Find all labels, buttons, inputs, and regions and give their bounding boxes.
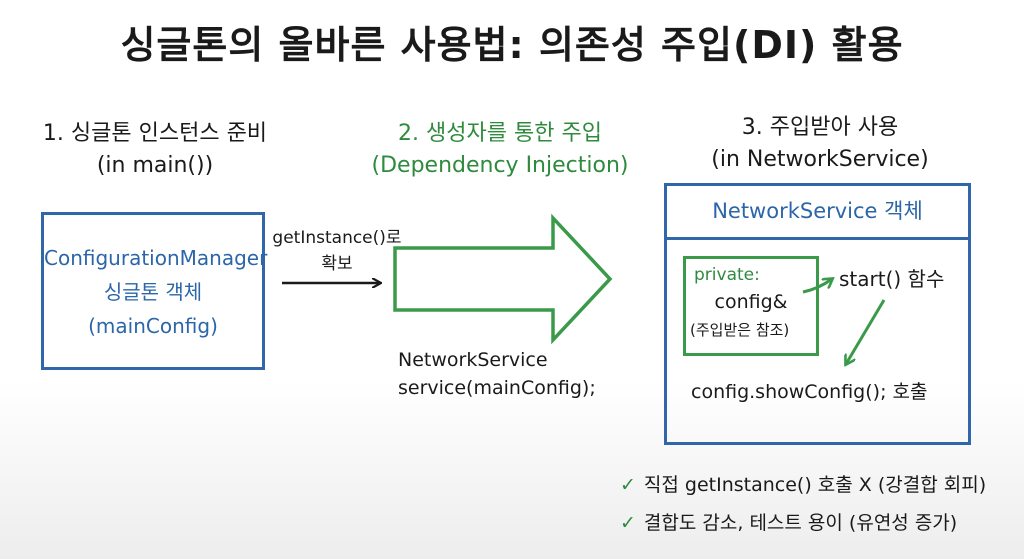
singleton-object-box: ConfigurationManager 싱글톤 객체 (mainConfig) [41, 212, 268, 370]
get-instance-label-line2: 확보 [321, 254, 353, 274]
benefit-text: 직접 getInstance() 호출 X (강결합 회피) [643, 474, 987, 496]
benefits-list: ✓ 직접 getInstance() 호출 X (강결합 회피) ✓ 결합도 감소,… [620, 470, 986, 538]
benefit-text: 결합도 감소, 테스트 용이 (유연성 증가) [643, 512, 958, 534]
injection-block-arrow [393, 213, 613, 345]
step2-heading-line2: (Dependency Injection) [371, 153, 629, 178]
config-member-note: (주입받은 참조) [690, 321, 790, 339]
singleton-instance-name: (mainConfig) [88, 314, 218, 338]
singleton-object-label: 싱글톤 객체 [103, 280, 203, 304]
private-label: private: [694, 265, 760, 285]
step1-heading-line2: (in main()) [96, 153, 214, 178]
constructor-call-line2: service(mainConfig); [398, 377, 596, 399]
private-member-box: private: config& (주입받은 참조) [683, 256, 819, 356]
constructor-call-line1: NetworkService [398, 349, 548, 371]
benefit-item: ✓ 결합도 감소, 테스트 용이 (유연성 증가) [620, 508, 986, 538]
step3-heading-line1: 3. 주입받아 사용 [741, 115, 899, 140]
show-config-call: config.showConfig(); 호출 [691, 381, 928, 403]
network-service-object-box: NetworkService 객체 [664, 183, 971, 445]
start-to-call-arrow [846, 299, 886, 364]
start-method-label: start() 함수 [839, 267, 945, 291]
checkmark-icon: ✓ [620, 512, 636, 534]
config-member: config& [714, 291, 788, 313]
step2-heading: 2. 생성자를 통한 주입 (Dependency Injection) [350, 118, 650, 182]
get-instance-label-line1: getInstance()로 [272, 228, 402, 248]
config-to-start-arrow [802, 279, 832, 294]
checkmark-icon: ✓ [620, 474, 636, 496]
constructor-call-code: NetworkService service(mainConfig); [398, 346, 596, 402]
get-instance-label: getInstance()로 확보 [262, 225, 412, 277]
page-title: 싱글톤의 올바른 사용법: 의존성 주입(DI) 활용 [120, 23, 904, 67]
step3-heading-line2: (in NetworkService) [711, 147, 929, 172]
step1-heading-line1: 1. 싱글톤 인스턴스 준비 [42, 121, 268, 146]
network-service-header: NetworkService 객체 [667, 186, 968, 240]
step1-heading: 1. 싱글톤 인스턴스 준비 (in main()) [20, 118, 290, 182]
step2-heading-line1: 2. 생성자를 통한 주입 [398, 121, 602, 146]
benefit-item: ✓ 직접 getInstance() 호출 X (강결합 회피) [620, 470, 986, 500]
step3-heading: 3. 주입받아 사용 (in NetworkService) [665, 112, 975, 176]
singleton-class-name: ConfigurationManager [44, 246, 268, 270]
